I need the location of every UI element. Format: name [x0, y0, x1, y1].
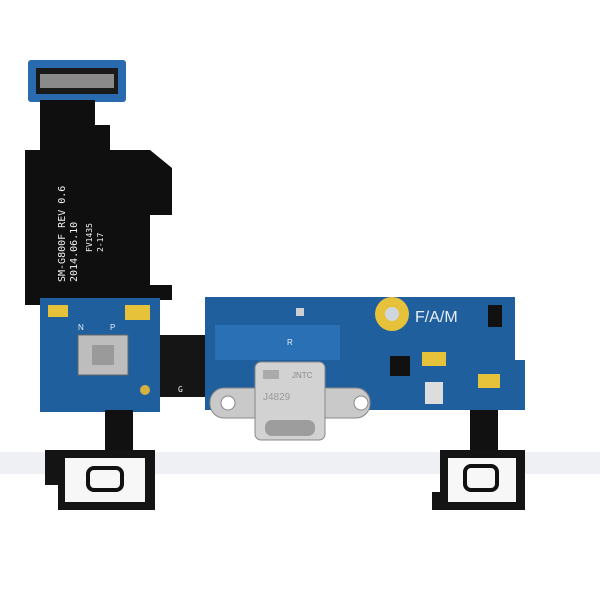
svg-text:R: R: [287, 338, 293, 347]
svg-text:N: N: [78, 323, 84, 332]
svg-text:FV1435: FV1435: [85, 223, 94, 252]
flex-cutout: [150, 215, 175, 285]
svg-text:SM-G800F REV 0.6: SM-G800F REV 0.6: [57, 186, 68, 282]
flex-label: SM-G800F REV 0.6 2014.06.10 FV1435 2-17: [57, 186, 105, 282]
svg-text:J4829: J4829: [263, 392, 291, 403]
svg-text:2-17: 2-17: [96, 233, 105, 252]
right-tail: [470, 410, 498, 450]
svg-text:JNTC: JNTC: [292, 371, 313, 380]
right-sensor-pad: [432, 450, 525, 510]
svg-text:P: P: [110, 323, 115, 332]
top-connector: [28, 60, 126, 102]
usb-port: JNTC J4829: [209, 361, 371, 441]
bridge-flex: [160, 335, 210, 397]
left-sensor-pad: [45, 450, 155, 510]
svg-text:2014.06.10: 2014.06.10: [69, 222, 80, 282]
left-tail: [105, 410, 133, 450]
flex-cable: [25, 100, 172, 305]
svg-text:F/A/M: F/A/M: [415, 309, 458, 326]
label-g: G: [178, 385, 183, 394]
left-pcb: N P: [40, 298, 175, 412]
